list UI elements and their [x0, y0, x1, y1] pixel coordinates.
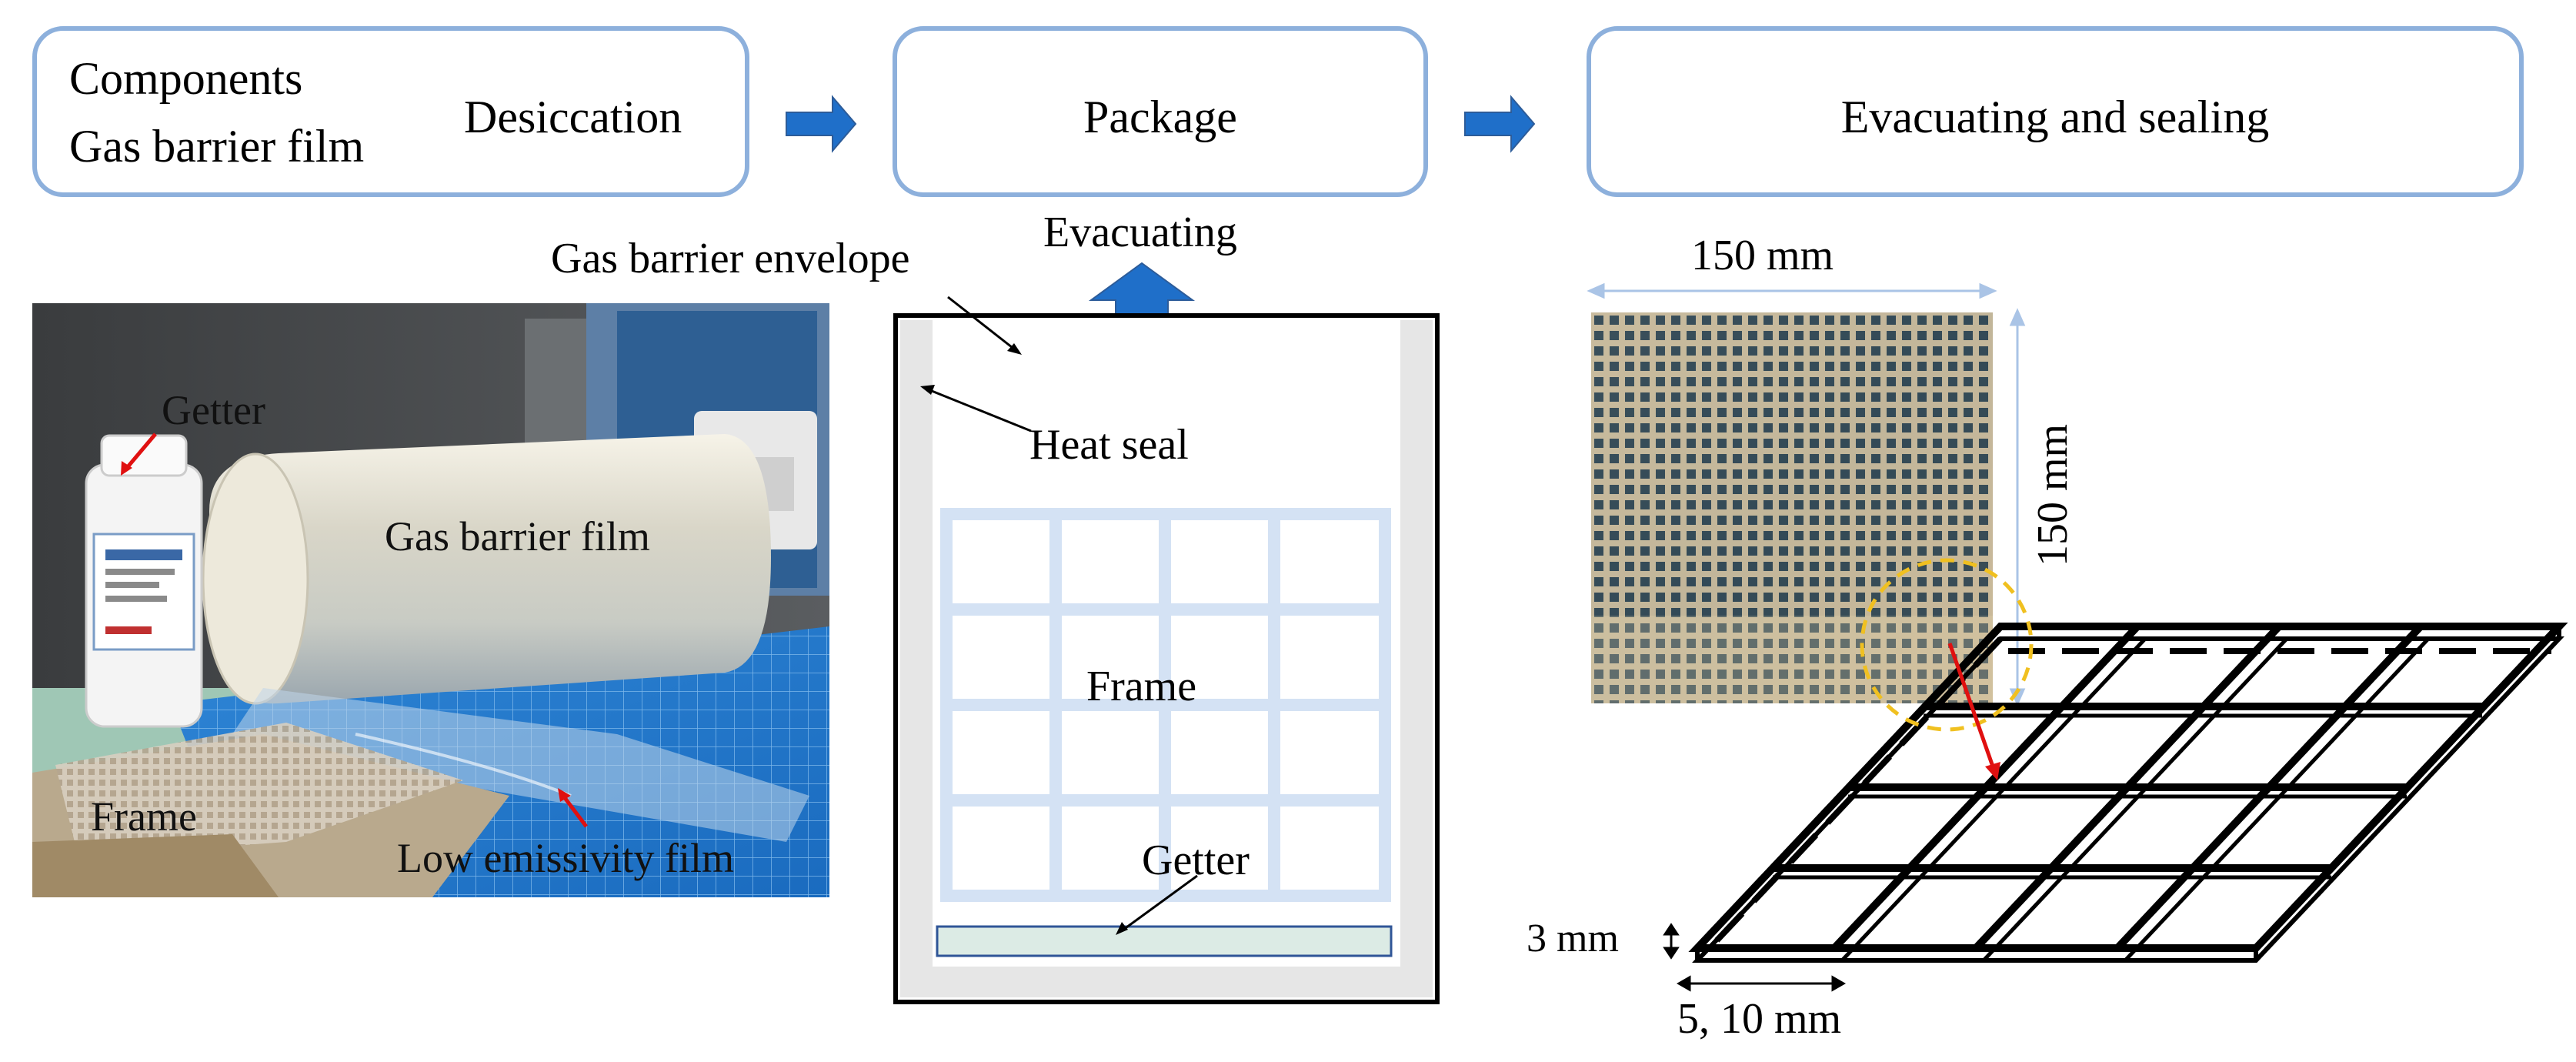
frame-grid [940, 508, 1391, 902]
red-arrow-icon [1947, 643, 2000, 780]
step-desiccation-label: Desiccation [464, 92, 682, 142]
frame-photo [1591, 312, 1993, 703]
red-arrow-icon [562, 794, 588, 828]
double-arrow-icon [1676, 975, 1847, 992]
thickness-label: 3 mm [1527, 917, 1619, 960]
pitch-label: 5, 10 mm [1677, 995, 1842, 1043]
components-photo: Getter Gas barrier film Frame Low emissi… [32, 303, 829, 897]
step-evacuating-box: Evacuating and sealing [1587, 26, 2524, 197]
isometric-frame [1688, 623, 2568, 963]
package-evacuating-label: Evacuating [1043, 209, 1237, 256]
step-package-box: Package [893, 26, 1428, 197]
package-getter [936, 925, 1393, 957]
step-components-line2: Gas barrier film [69, 121, 365, 172]
photo-getter-label: Getter [162, 387, 265, 433]
step-components-box: Components Gas barrier film Desiccation [32, 26, 749, 197]
height-dimension [2009, 308, 2026, 706]
step-components-line1: Components [69, 53, 303, 104]
package-getter-label: Getter [1142, 837, 1250, 884]
package-heat-seal-label: Heat seal [1029, 421, 1189, 469]
photo-frame-label: Frame [91, 793, 197, 840]
package-envelope-label: Gas barrier envelope [551, 235, 910, 282]
components-photo-illustration [32, 303, 829, 897]
package-frame-label: Frame [1086, 663, 1197, 710]
photo-gas-barrier-film-label: Gas barrier film [385, 513, 650, 559]
double-arrow-icon [1663, 923, 1680, 960]
right-arrow-icon [786, 95, 857, 153]
height-label: 150 mm [2029, 423, 2077, 566]
red-arrow-icon [125, 432, 157, 470]
width-label: 150 mm [1691, 232, 1834, 279]
width-dimension [1587, 282, 1997, 299]
step-package-label: Package [1083, 92, 1237, 142]
step-evacuating-label: Evacuating and sealing [1840, 92, 2270, 142]
detail-circle [1860, 558, 2034, 732]
photo-low-emissivity-label: Low emissivity film [397, 835, 734, 881]
right-arrow-icon [1464, 95, 1536, 153]
